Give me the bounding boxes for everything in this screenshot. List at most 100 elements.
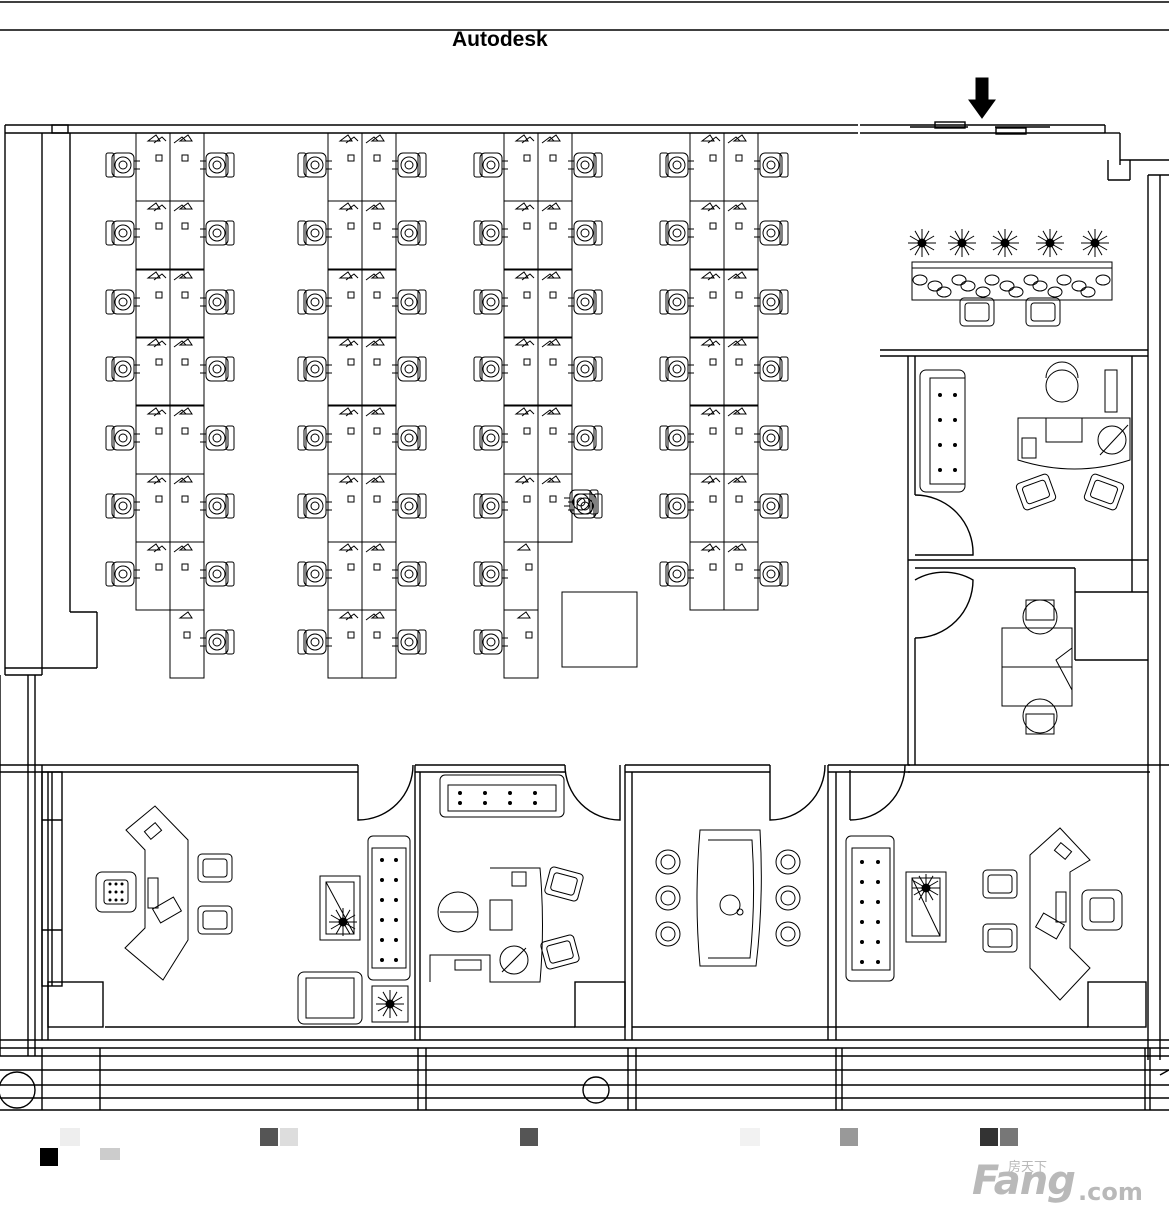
desk-left: [135, 200, 171, 270]
chair-icon: [1025, 297, 1061, 327]
desk-monitor: [1045, 417, 1083, 443]
monitor-icon-b: [370, 338, 385, 346]
phone-icon-b: [549, 427, 557, 435]
monitor-icon-b: [370, 407, 385, 415]
keyboard-b: [365, 204, 379, 212]
chair-icon: [473, 289, 508, 315]
keyboard-b: [541, 477, 555, 485]
sofa-seat: [447, 784, 557, 812]
armchair-body: [982, 869, 1018, 899]
chair-arm-back: [417, 629, 427, 655]
chair-seat: [479, 493, 503, 519]
plant-core: [921, 883, 931, 893]
chair-icon: [659, 152, 694, 178]
armchair-body: [1083, 473, 1125, 511]
chair-seat: [303, 629, 327, 655]
phone-icon-a: [347, 154, 355, 162]
chair-cushion: [306, 565, 324, 583]
redaction-mark-9: [100, 1148, 120, 1160]
phone-icon-b: [181, 154, 189, 162]
redaction-mark-8: [40, 1148, 58, 1166]
chair-icon: [754, 425, 789, 451]
chair-cushion: [762, 360, 780, 378]
sofa-icon: [845, 835, 895, 982]
desk-left: [689, 473, 725, 543]
chair-icon: [1015, 473, 1057, 511]
chair-arm-back: [225, 152, 235, 178]
chair-inner: [660, 890, 676, 906]
chair-icon: [659, 425, 694, 451]
chair-cushion: [114, 224, 132, 242]
monitor-icon-b: [370, 134, 385, 142]
sofa-tuft: [938, 393, 942, 397]
keyboard-a: [521, 340, 535, 348]
chair-cushion: [208, 360, 226, 378]
pebble: [1071, 280, 1087, 292]
chair-seat: [303, 425, 327, 451]
chair-arm-back: [593, 356, 603, 382]
keyboard-a: [707, 273, 721, 281]
phone-icon-b: [735, 358, 743, 366]
workstation-pair: [105, 336, 235, 406]
lamp-icon: [1097, 425, 1127, 455]
chair-arm-back: [417, 356, 427, 382]
chair-cushion-inner: [118, 433, 128, 443]
phone-icon-a: [523, 358, 531, 366]
armchair-body: [982, 923, 1018, 953]
workstation-pair: [659, 200, 789, 270]
monitor-icon-a: [514, 271, 529, 279]
workstation-pair: [297, 541, 427, 611]
side-table: [371, 985, 409, 1023]
phone-icon-a: [155, 495, 163, 503]
chair-tuft: [114, 890, 118, 894]
desk-right: [537, 200, 573, 270]
chair-icon: [1083, 473, 1125, 511]
chair-cushion-inner: [766, 297, 776, 307]
chair-cushion-inner: [486, 364, 496, 374]
chair-seat: [573, 425, 597, 451]
chair-cushion-inner: [118, 297, 128, 307]
chair-arm-back: [593, 289, 603, 315]
pebble: [1095, 274, 1111, 286]
armchair-body: [1025, 297, 1061, 327]
chair-arm-back: [225, 220, 235, 246]
monitor-icon-b: [370, 543, 385, 551]
sofa-tuft: [394, 918, 398, 922]
desk-left: [689, 405, 725, 475]
chair-icon: [297, 629, 332, 655]
chair-icon: [1022, 599, 1058, 635]
chair-arm-back: [417, 561, 427, 587]
monitor-icon-d: [516, 543, 531, 551]
chair-icon: [200, 289, 235, 315]
desk-right: [361, 405, 397, 475]
desk-right: [361, 269, 397, 339]
chair-arm-back: [417, 220, 427, 246]
chair-cushion-inner: [212, 364, 222, 374]
chair-icon: [392, 425, 427, 451]
monitor-icon-a: [514, 338, 529, 346]
chair-arm-back: [225, 561, 235, 587]
chair-icon: [1022, 698, 1058, 734]
pebble: [1023, 274, 1039, 286]
chair-seat: [103, 879, 129, 905]
plant-icon: [1036, 229, 1064, 257]
monitor-icon-a: [514, 475, 529, 483]
keyboard-a: [707, 136, 721, 144]
desk-left: [135, 269, 171, 339]
phone-icon-a: [709, 291, 717, 299]
watermark-cn: 房天下: [1008, 1160, 1048, 1175]
keyboard-b: [173, 136, 187, 144]
chair-icon: [392, 493, 427, 519]
keyboard-b: [541, 273, 555, 281]
keyboard-b: [365, 340, 379, 348]
monitor-icon-a: [338, 407, 353, 415]
chair-icon: [959, 297, 995, 327]
phone-icon-b: [181, 495, 189, 503]
chair-cushion-inner: [310, 364, 320, 374]
keyboard-a: [707, 409, 721, 417]
chair-cushion-inner: [486, 297, 496, 307]
coffee-table-glass: [325, 881, 355, 935]
chair-cushion: [400, 565, 418, 583]
chair-cushion-inner: [672, 433, 682, 443]
desk-left: [503, 336, 539, 406]
